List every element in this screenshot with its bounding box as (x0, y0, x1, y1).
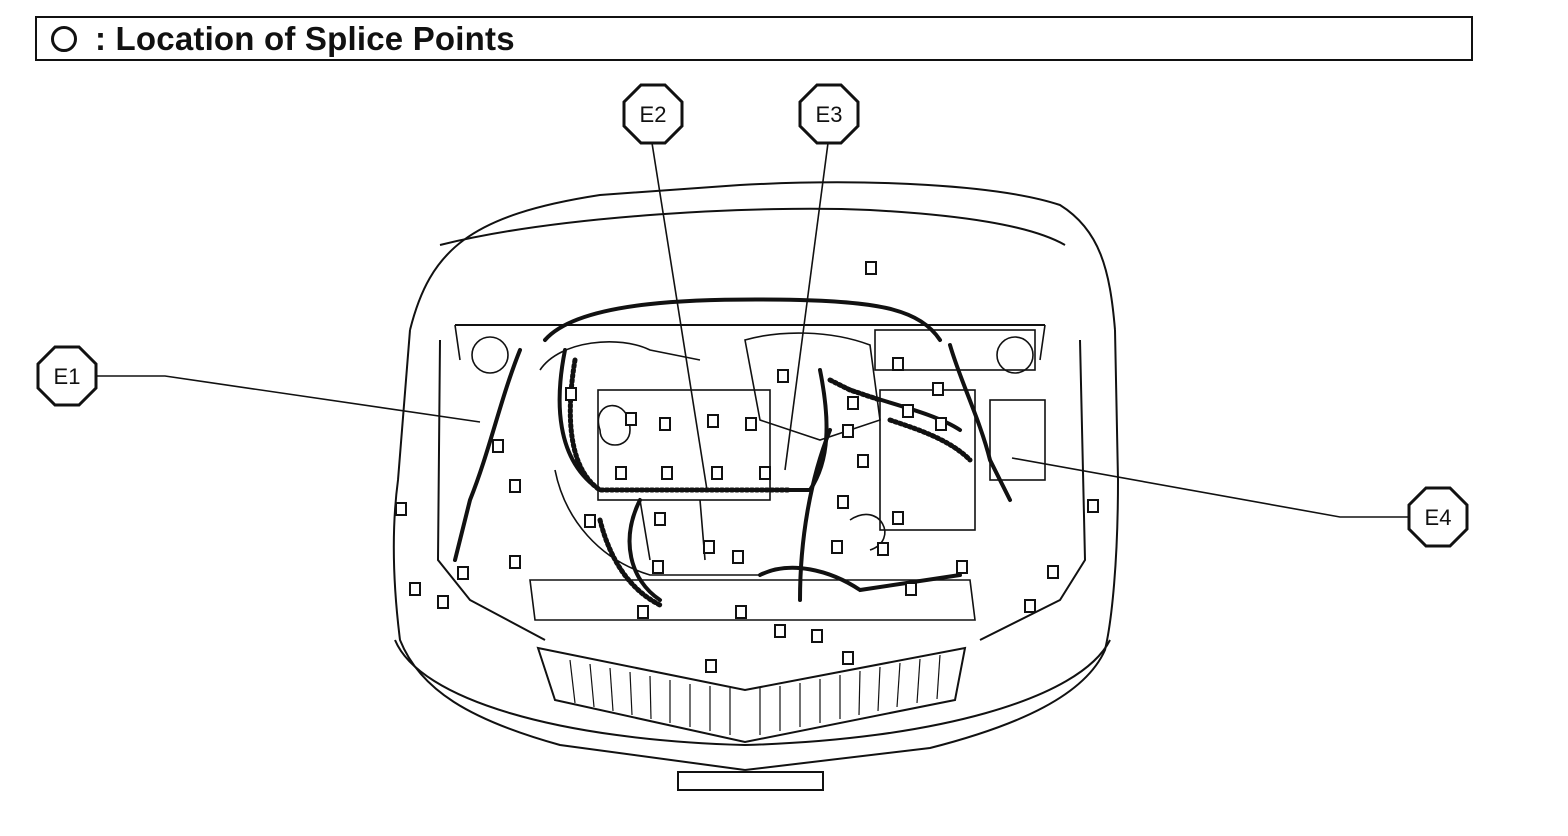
connectors (395, 261, 1099, 673)
leader-e2 (651, 142, 708, 491)
hood-outline (409, 181, 1116, 331)
splice-label-e3: E3 (816, 102, 843, 127)
legend-header: : Location of Splice Points (35, 16, 1473, 61)
vehicle-body (392, 329, 1120, 771)
splice-marker-e4: E4 (1407, 486, 1469, 548)
license-plate (677, 771, 824, 791)
leader-e3 (784, 142, 829, 471)
splice-marker-e3: E3 (798, 83, 860, 145)
splice-marker-e1: E1 (36, 345, 98, 407)
callout-leaders (96, 142, 1410, 518)
grille (536, 646, 967, 744)
splice-label-e2: E2 (640, 102, 667, 127)
splice-label-e1: E1 (54, 364, 81, 389)
splice-label-e4: E4 (1425, 505, 1452, 530)
engine-components (454, 324, 1046, 621)
circle-icon (51, 25, 77, 52)
wiring-harness-dotted (567, 357, 973, 608)
leader-e4 (1011, 457, 1410, 518)
splice-marker-e2: E2 (622, 83, 684, 145)
page-title: : Location of Splice Points (95, 19, 515, 57)
leader-e1 (96, 375, 481, 423)
